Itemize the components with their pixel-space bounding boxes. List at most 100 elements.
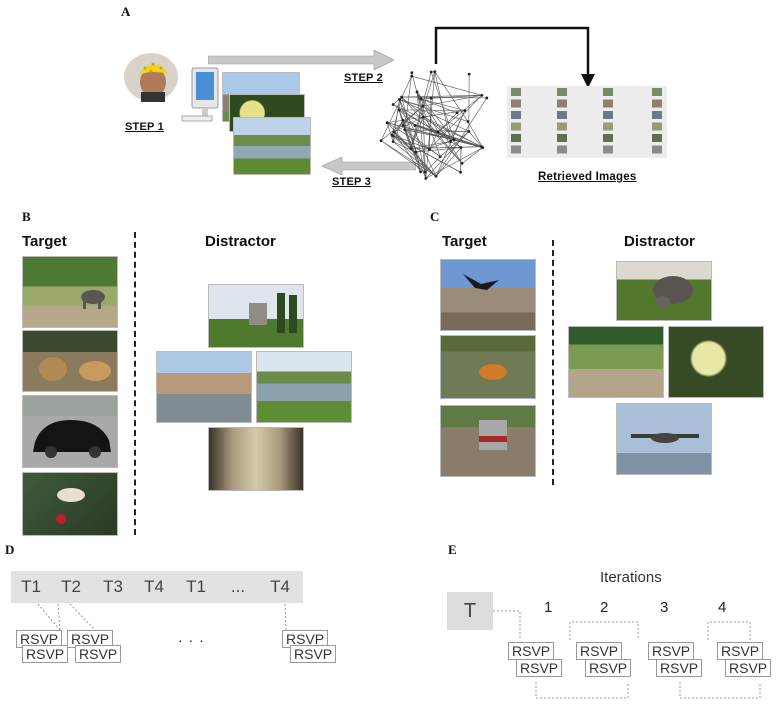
network-edge — [411, 75, 482, 96]
rsvp-block: RSVP — [656, 659, 703, 677]
retrieved-thumbnail — [511, 122, 521, 131]
network-node — [463, 109, 467, 112]
network-edge — [401, 96, 462, 148]
distractor-town-image — [156, 351, 252, 423]
sequence-item: T4 — [144, 577, 164, 596]
panel-c-divider — [552, 240, 554, 485]
network-edge — [429, 148, 441, 157]
network-edge — [380, 76, 412, 141]
network-node — [401, 123, 405, 127]
network-edge — [437, 112, 458, 133]
network-edge — [410, 71, 432, 149]
network-edge — [391, 134, 437, 177]
network-edge — [414, 125, 427, 179]
network-edge — [422, 116, 463, 164]
network-node — [421, 104, 425, 108]
network-node — [459, 146, 463, 149]
sequence-connector-lines — [37, 603, 287, 631]
distractor-elephants-image — [616, 261, 712, 321]
iteration-number: 3 — [660, 599, 669, 616]
distractor-plane-image — [616, 403, 712, 475]
network-node — [428, 147, 431, 151]
network-edge — [416, 91, 424, 117]
retrieved-thumbnail — [511, 99, 521, 108]
rsvp-block: RSVP — [67, 630, 114, 648]
network-node — [415, 90, 419, 94]
network-node — [410, 74, 414, 78]
target-lions-image — [22, 330, 118, 392]
retrieved-thumbnail — [557, 99, 567, 108]
network-edge — [437, 95, 483, 133]
network-node — [436, 130, 440, 134]
network-node — [467, 129, 471, 133]
panel-label-e: E — [448, 542, 457, 557]
stimulus-lake-image — [233, 117, 311, 175]
sequence-item: T2 — [61, 577, 81, 596]
panel-label-c: C — [430, 209, 440, 224]
network-node — [391, 103, 395, 106]
network-node — [449, 140, 453, 143]
distractor-horse-image — [568, 326, 664, 398]
rsvp-block: RSVP — [282, 630, 329, 648]
network-node — [403, 128, 407, 132]
network-node — [379, 139, 383, 142]
retrieved-thumbnail — [557, 88, 567, 96]
network-edge — [399, 99, 469, 132]
network-edge — [414, 125, 455, 140]
rsvp-block: RSVP — [22, 645, 69, 663]
network-node — [459, 170, 462, 174]
target-elephant-image — [22, 256, 118, 328]
step3-arrow — [322, 157, 416, 175]
target-t-box — [447, 592, 493, 630]
network-edge — [392, 96, 402, 105]
network-node — [423, 170, 427, 174]
distractor-castle-image — [208, 284, 304, 348]
network-edge — [422, 95, 482, 107]
network-node — [414, 150, 418, 154]
rsvp-block: RSVP — [576, 642, 623, 660]
network-edge — [415, 141, 451, 153]
rsvp-block: RSVP — [75, 645, 122, 663]
panel-b-divider — [134, 232, 136, 535]
retrieved-thumbnail — [652, 145, 662, 154]
retrieved-thumbnail — [557, 122, 567, 131]
distractor-interior-image — [208, 427, 304, 491]
retrieved-thumbnail — [603, 134, 613, 142]
network-edge — [425, 147, 483, 179]
sequence-item: T1 — [21, 577, 41, 596]
network-node — [455, 111, 459, 115]
network-edge — [416, 91, 427, 179]
network-edge — [391, 134, 430, 150]
retrieved-thumbnail — [511, 111, 521, 119]
network-node — [481, 146, 485, 150]
network-edge — [398, 109, 416, 126]
retrieved-thumbnail — [652, 111, 662, 119]
network-node — [424, 176, 428, 180]
retrieved-thumbnail — [603, 99, 613, 108]
iteration-number: 4 — [718, 599, 727, 616]
network-edge — [420, 98, 465, 111]
network-node — [429, 96, 433, 100]
rsvp-block: RSVP — [725, 659, 772, 677]
retrieved-thumbnail — [652, 88, 662, 96]
rsvp-block: RSVP — [648, 642, 695, 660]
panel-b-target-heading: Target — [22, 233, 67, 250]
panel-c-target-heading: Target — [442, 233, 487, 250]
distractor-flower-image — [668, 326, 764, 398]
rsvp-block: RSVP — [290, 645, 337, 663]
panel-label-d: D — [5, 542, 15, 557]
retrieved-thumbnail — [652, 99, 662, 108]
network-node — [438, 155, 442, 159]
iterations-title: Iterations — [600, 569, 662, 586]
sequence-item: T4 — [270, 577, 290, 596]
sequence-item: T3 — [103, 577, 123, 596]
eeg-subject-image — [123, 52, 179, 102]
rsvp-block: RSVP — [516, 659, 563, 677]
target-t-label: T — [463, 600, 477, 622]
network-node — [466, 120, 470, 123]
network-edge — [399, 109, 465, 111]
network-edge — [399, 99, 469, 122]
panel-label-a: A — [121, 4, 131, 19]
network-node — [409, 147, 413, 150]
network-edge — [401, 95, 482, 98]
